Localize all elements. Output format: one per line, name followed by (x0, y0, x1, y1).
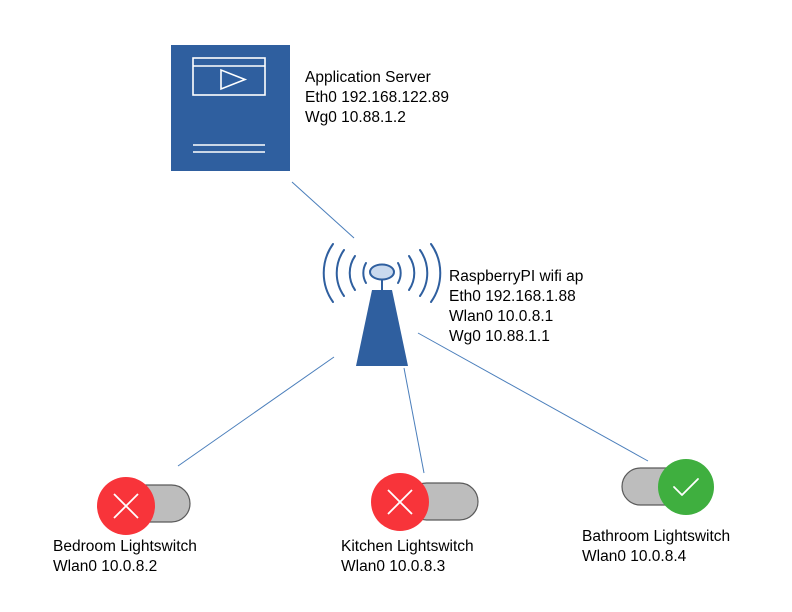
bathroom-wlan0: Wlan0 10.0.8.4 (582, 548, 687, 565)
bedroom-label: Bedroom Lightswitch Wlan0 10.0.8.2 (53, 537, 197, 577)
link-server-ap (291, 181, 355, 239)
bathroom-switch-check-toggle-icon[interactable] (621, 459, 714, 515)
kitchen-wlan0: Wlan0 10.0.8.3 (341, 558, 446, 575)
server-label: Application Server Eth0 192.168.122.89 W… (305, 68, 449, 128)
wifi-antenna-icon (322, 243, 442, 366)
kitchen-label: Kitchen Lightswitch Wlan0 10.0.8.3 (341, 537, 474, 577)
server-window-icon (171, 45, 290, 171)
server-wg0: Wg0 10.88.1.2 (305, 109, 406, 126)
bedroom-switch-x-toggle-icon[interactable] (97, 477, 191, 535)
server-name: Application Server (305, 69, 431, 86)
bedroom-wlan0: Wlan0 10.0.8.2 (53, 558, 158, 575)
link-ap-bathroom (417, 332, 649, 462)
connection-lines (177, 181, 649, 474)
ap-wg0: Wg0 10.88.1.1 (449, 328, 550, 345)
link-ap-bedroom (177, 356, 335, 467)
bedroom-name: Bedroom Lightswitch (53, 538, 197, 555)
kitchen-switch-x-toggle-icon[interactable] (371, 473, 479, 531)
server-eth0: Eth0 192.168.122.89 (305, 89, 449, 106)
ap-label: RaspberryPI wifi ap Eth0 192.168.1.88 Wl… (449, 267, 583, 347)
ap-eth0: Eth0 192.168.1.88 (449, 288, 576, 305)
bathroom-name: Bathroom Lightswitch (582, 528, 731, 545)
kitchen-name: Kitchen Lightswitch (341, 538, 474, 555)
bathroom-label: Bathroom Lightswitch Wlan0 10.0.8.4 (582, 527, 730, 567)
ap-wlan0: Wlan0 10.0.8.1 (449, 308, 554, 325)
ap-name: RaspberryPI wifi ap (449, 268, 584, 285)
link-ap-kitchen (403, 367, 425, 474)
